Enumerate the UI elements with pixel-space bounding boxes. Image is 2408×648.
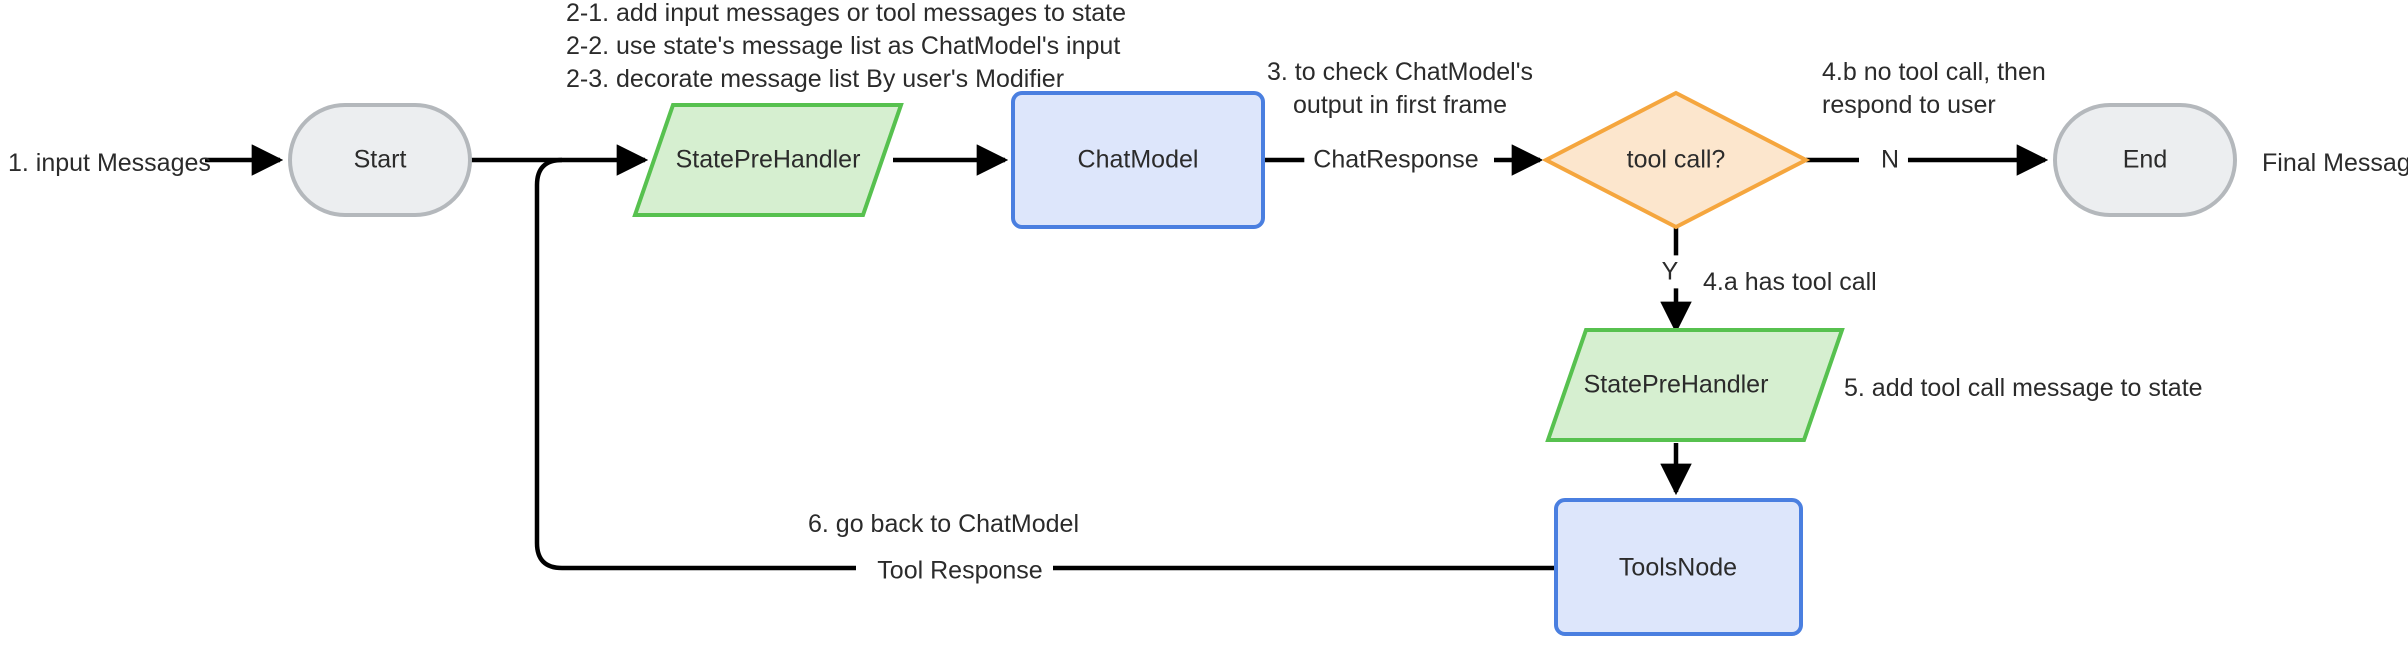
node-statepre-top-label: StatePreHandler <box>675 145 861 174</box>
annotation-final-message: Final Message <box>2262 149 2408 177</box>
node-chatmodel-shape[interactable] <box>1011 91 1265 229</box>
annotation-input-messages: 1. input Messages <box>8 149 211 177</box>
annotation-step5: 5. add tool call message to state <box>1844 374 2203 402</box>
annotation-step2-line2: 2-2. use state's message list as ChatMod… <box>566 32 1121 60</box>
annotation-step3-line2: output in first frame <box>1293 91 1507 119</box>
annotation-step6: 6. go back to ChatModel <box>808 510 1079 538</box>
annotation-step2-line1: 2-1. add input messages or tool messages… <box>566 0 1127 27</box>
node-toolsnode-label: ToolsNode <box>1618 553 1738 582</box>
annotation-step2-line3: 2-3. decorate message list By user's Mod… <box>566 65 1065 93</box>
node-start-shape[interactable] <box>288 103 472 217</box>
annotation-step4b-line1: 4.b no tool call, then <box>1822 58 2046 86</box>
edge-label-yes: Y <box>1652 255 1688 289</box>
node-toolsnode-shape[interactable] <box>1554 498 1803 636</box>
edge-label-tool-response: Tool Response <box>868 554 1052 588</box>
node-statepre-bottom-shape[interactable] <box>1545 328 1845 442</box>
annotation-step3-line1: 3. to check ChatModel's <box>1266 58 1534 86</box>
annotation-step4a: 4.a has tool call <box>1703 268 1877 296</box>
annotation-step4b-line2: respond to user <box>1822 91 1996 119</box>
node-statepre-bottom-label: StatePreHandler <box>1583 370 1769 399</box>
node-chatmodel-label: ChatModel <box>1077 145 1199 174</box>
node-decision-label: tool call? <box>1626 145 1726 174</box>
node-end-shape[interactable] <box>2053 103 2237 217</box>
node-end-label: End <box>2122 145 2168 174</box>
node-statepre-top-shape[interactable] <box>632 103 904 217</box>
node-start-label: Start <box>353 145 407 174</box>
edge-loop-back-to-statepre <box>534 157 856 571</box>
edge-label-chat-response: ChatResponse <box>1304 143 1488 177</box>
edge-label-no: N <box>1871 143 1909 177</box>
node-decision-shape[interactable] <box>1541 90 1811 230</box>
